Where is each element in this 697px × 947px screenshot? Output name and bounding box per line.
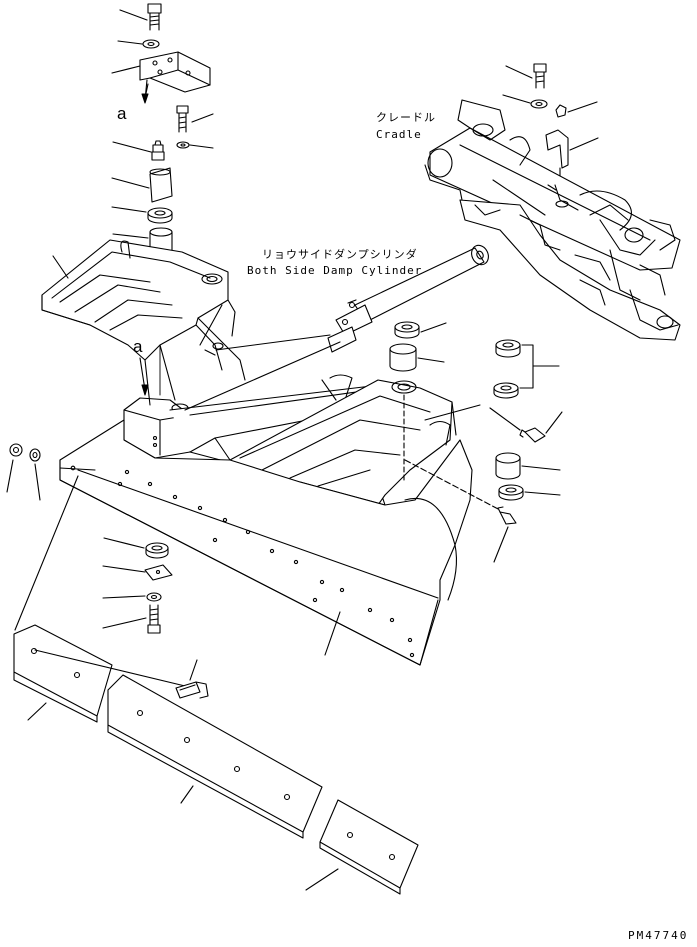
cradle-grease-fitting	[555, 101, 598, 118]
cradle	[424, 99, 681, 341]
shim-upper	[111, 206, 173, 224]
arrow-lower-head	[141, 384, 149, 396]
small-bolt-right	[176, 105, 214, 133]
end-bit-right	[305, 799, 419, 895]
cradle-label-en: Cradle	[376, 128, 422, 141]
edge-bolt	[175, 659, 209, 699]
grease-fitting-right-1	[424, 404, 563, 443]
cutting-edge-center	[107, 674, 323, 839]
cradle-bolt	[505, 63, 547, 89]
cradle-washer	[502, 94, 548, 109]
grease-fitting-left	[112, 140, 165, 161]
end-bit-left	[13, 475, 186, 723]
left-nuts	[6, 443, 41, 501]
mounting-plate	[111, 51, 211, 104]
lower-washer	[102, 592, 162, 602]
cylinder-label-en: Both Side Damp Cylinder	[247, 264, 423, 277]
small-washer-right	[176, 141, 214, 149]
drawing-number: PM47740	[628, 929, 689, 942]
dozer-blade	[59, 419, 473, 666]
cradle-label-jp: クレードル	[376, 111, 436, 124]
reference-a-upper: a	[117, 104, 127, 123]
cushion-lower	[389, 343, 445, 372]
bushing-pair	[493, 339, 560, 399]
lower-shim	[103, 537, 169, 559]
top-bolt	[119, 3, 162, 31]
shim-right	[498, 484, 561, 501]
arrow-a-upper	[144, 83, 149, 99]
grease-fitting-right-2	[404, 459, 517, 563]
top-washer	[117, 39, 160, 49]
cushion-upper	[394, 321, 447, 339]
lower-plate	[102, 564, 173, 581]
lower-bolt	[102, 604, 161, 634]
cylinder-label-jp: リョウサイドダンプシリンダ	[262, 248, 418, 261]
mounting-bracket	[111, 167, 173, 203]
damp-cylinder	[184, 244, 489, 411]
bushing-right	[495, 452, 561, 480]
reference-a-lower: a	[133, 337, 143, 356]
cradle-bracket	[545, 129, 599, 169]
main-frame	[41, 239, 457, 506]
